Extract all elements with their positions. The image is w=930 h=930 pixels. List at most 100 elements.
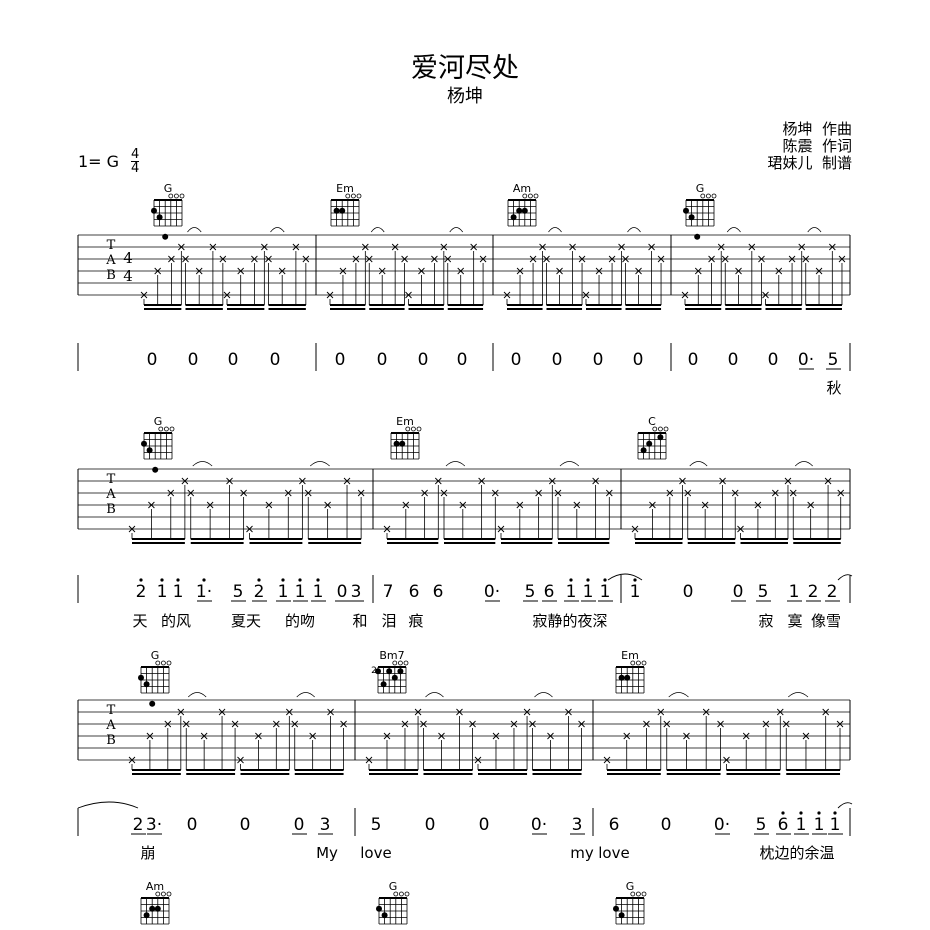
credit-transcriber: 珺妹儿 制谱: [767, 154, 852, 172]
octave-dot-high: [633, 578, 637, 582]
chord-dot: [386, 668, 393, 675]
chord-open-string: [630, 891, 636, 897]
tab-note: [742, 732, 750, 740]
tab-clef-letter: B: [106, 733, 116, 748]
tab-note: [838, 255, 846, 263]
jianpu-note: 1: [630, 582, 641, 602]
jianpu-note: 2: [136, 582, 147, 602]
chord-dot: [657, 434, 664, 441]
tab-note: [556, 267, 563, 275]
tab-note: [474, 756, 482, 764]
lyric: 的风: [161, 612, 191, 630]
chord-open-string: [416, 426, 422, 432]
tab-note: [261, 243, 268, 251]
tab-note: [605, 489, 613, 497]
tie: [607, 573, 643, 581]
tab-note: [187, 489, 195, 497]
tab-note: [666, 489, 674, 497]
lyric: 天: [132, 612, 147, 630]
tab-note: [218, 708, 226, 716]
chord-diagram-g: G: [683, 182, 717, 240]
chord-open-string: [533, 193, 539, 199]
lyric: 痕: [408, 612, 423, 630]
tie: [559, 461, 580, 467]
tab-note: [299, 477, 306, 485]
tab-clef-letter: A: [105, 253, 116, 268]
tab-note: [592, 477, 599, 485]
tab-note: [702, 708, 710, 716]
jianpu-note: 0: [457, 350, 468, 370]
tab-note: [357, 489, 365, 497]
jianpu-note: 2: [254, 582, 265, 602]
tab-note: [246, 525, 253, 533]
tab-note: [444, 255, 452, 263]
tab-note: [776, 708, 784, 716]
tab-note: [365, 255, 373, 263]
tab-note: [440, 243, 448, 251]
tab-note: [648, 243, 655, 251]
tie: [837, 574, 853, 581]
jianpu-note: 6: [544, 582, 555, 602]
tab-note: [148, 501, 155, 509]
jianpu-note: 2: [827, 582, 838, 602]
tab-note: [401, 255, 408, 263]
tab-note: [339, 267, 347, 275]
tie: [668, 692, 689, 698]
chord-fret-label: 2: [371, 666, 377, 676]
chord-open-string: [410, 426, 416, 432]
chord-diagram-g: G: [138, 649, 172, 707]
tab-note: [265, 255, 272, 263]
tie: [187, 692, 207, 698]
chord-open-string: [636, 660, 641, 666]
chord-name: G: [626, 880, 635, 893]
tab-note: [717, 720, 724, 728]
jianpu-note: 1: [313, 582, 324, 602]
jianpu-note: 5: [233, 582, 244, 602]
key-signature: 1= G 4 4: [78, 148, 140, 175]
tab-note: [209, 243, 217, 251]
chord-dot: [624, 674, 631, 681]
tab-note: [723, 756, 730, 764]
tab-note: [708, 255, 715, 263]
jianpu-note: 0: [511, 350, 522, 370]
jianpu-note: 5: [756, 815, 767, 835]
lyric-line: 天的风夏天的吻和泪痕寂静的夜深寂寞像雪: [132, 612, 841, 630]
tie: [270, 227, 285, 233]
tab-note: [643, 720, 650, 728]
tie: [627, 227, 641, 233]
tab-note: [657, 708, 665, 716]
lyric: 的吻: [285, 612, 315, 630]
tab-note: [701, 501, 709, 509]
tab-note: [788, 255, 796, 263]
jianpu-note: 3: [320, 815, 331, 835]
tab-clef-letter: T: [107, 703, 116, 718]
tab-note: [418, 267, 425, 275]
tab-note: [421, 489, 428, 497]
chord-open-string: [163, 426, 169, 432]
chord-diagram-g: G: [613, 880, 647, 925]
tab-note: [828, 243, 836, 251]
tab-note: [365, 756, 373, 764]
octave-dot-high: [160, 578, 164, 582]
time-signature: 4 4: [131, 148, 140, 175]
tie: [370, 227, 385, 233]
jianpu-note: 0: [479, 815, 490, 835]
chord-dot: [152, 466, 159, 473]
credit-lyricist: 陈震 作词: [782, 137, 852, 155]
tab-note: [543, 255, 550, 263]
jianpu-note: 0: [188, 350, 199, 370]
chord-diagram-g: G: [376, 880, 410, 925]
tab-note: [782, 720, 790, 728]
jianpu-note: 0: [688, 350, 699, 370]
jianpu-note: 1: [796, 815, 807, 835]
jianpu-note: 0: [147, 350, 158, 370]
tab-note: [182, 255, 189, 263]
jianpu-note: 1: [789, 582, 800, 602]
jianpu-note: 5: [525, 582, 536, 602]
jianpu-note: 0: [240, 815, 251, 835]
jianpu-note: 0: [335, 350, 346, 370]
chord-open-string: [641, 891, 647, 897]
jianpu-note: 1: [566, 582, 577, 602]
